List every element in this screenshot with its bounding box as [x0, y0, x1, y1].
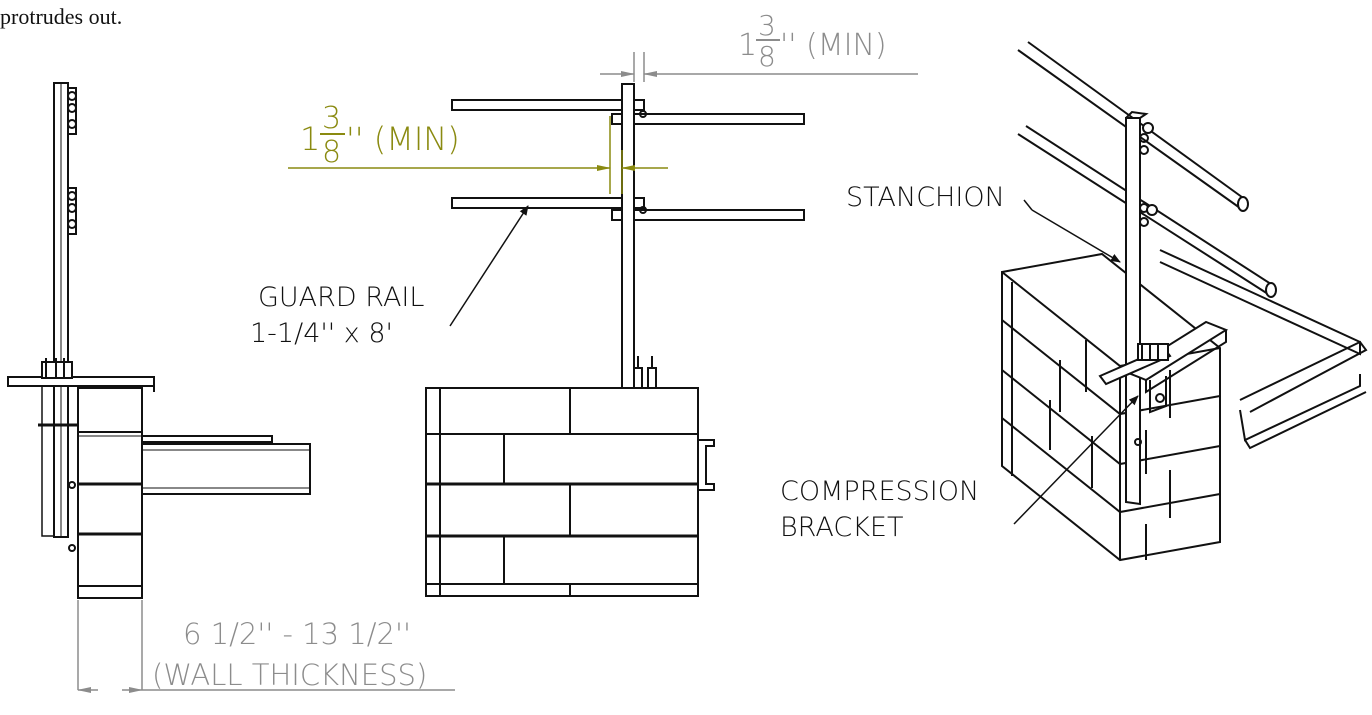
rail-gap-numerator: 3 [322, 101, 341, 136]
front-view [425, 83, 805, 597]
rail-gap-denominator: 8 [322, 135, 341, 170]
wall-thickness-range: 6 1/2'' - 13 1/2'' [183, 617, 411, 651]
bracket-label: BRACKET [780, 512, 903, 543]
wall-thickness-dimension: 6 1/2'' - 13 1/2'' (WALL THICKNESS) [77, 600, 455, 693]
compression-label: COMPRESSION [780, 476, 979, 507]
stanchion-callout: STANCHION [846, 182, 1121, 263]
rail-gap-dimension: 1 3 8 '' (MIN) [288, 101, 668, 194]
top-gap-denominator: 8 [758, 40, 776, 73]
guard-rail-label: GUARD RAIL [258, 282, 424, 313]
caption-fragment: protrudes out. [0, 4, 122, 29]
wall-thickness-note: (WALL THICKNESS) [152, 658, 427, 692]
guard-rail-callout: GUARD RAIL 1-1/4'' x 8' [250, 205, 529, 349]
rail-gap-suffix: '' (MIN) [346, 120, 460, 158]
top-gap-numerator: 3 [758, 9, 776, 42]
isometric-view [1001, 41, 1368, 562]
side-view [7, 82, 311, 599]
top-gap-suffix: '' (MIN) [780, 28, 887, 63]
stanchion-label: STANCHION [846, 182, 1005, 213]
guard-rail-size: 1-1/4'' x 8' [250, 318, 393, 349]
top-gap-whole: 1 [738, 28, 757, 63]
top-gap-dimension: 1 3 8 '' (MIN) [600, 9, 918, 82]
rail-gap-whole: 1 [300, 120, 320, 158]
compression-bracket-callout: COMPRESSION BRACKET [780, 395, 1139, 543]
